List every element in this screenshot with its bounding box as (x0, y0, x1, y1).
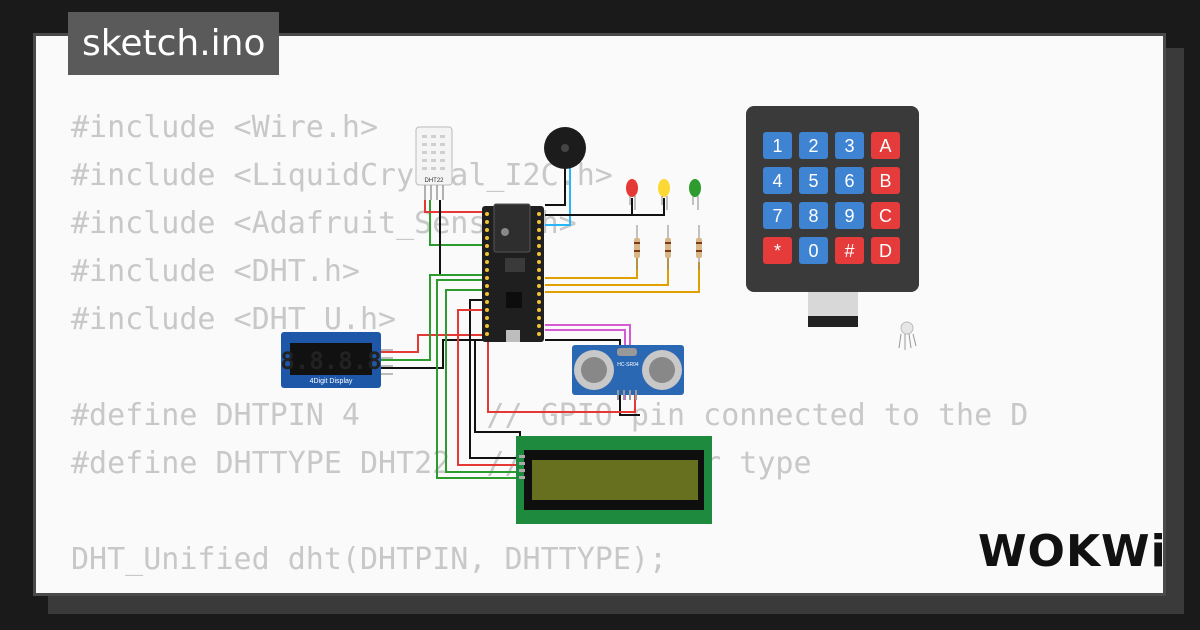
ultrasonic-label: HC-SR04 (617, 362, 639, 368)
keypad-key-label: 1 (772, 136, 782, 156)
keypad-key-label: C (879, 206, 892, 226)
keypad-key-label: 2 (808, 136, 818, 156)
buzzer (544, 127, 586, 169)
keypad-key (871, 237, 900, 264)
keypad-key (835, 132, 864, 159)
ultrasonic-sensor: HC-SR04 (572, 345, 684, 400)
keypad-key (871, 202, 900, 229)
keypad-key-label: * (774, 241, 781, 261)
keypad-key-label: # (844, 241, 854, 261)
keypad-key (871, 167, 900, 194)
keypad-key-label: 9 (844, 206, 854, 226)
keypad-key-label: B (879, 171, 891, 191)
keypad: 1 2 3 A 4 5 6 B 7 8 9 C * 0 # D (746, 106, 919, 327)
esp32-board (482, 203, 544, 342)
keypad-key (799, 132, 828, 159)
keypad-key (763, 132, 792, 159)
led-yellow (658, 179, 670, 210)
keypad-key-label: 8 (808, 206, 818, 226)
dht-label: DHT22 (424, 178, 444, 184)
keypad-key (835, 202, 864, 229)
wokwi-logo: WOKWi (978, 526, 1167, 577)
keypad-key (763, 237, 792, 264)
keypad-keys: 1 2 3 A 4 5 6 B 7 8 9 C * 0 # D (763, 132, 900, 264)
keypad-key (799, 167, 828, 194)
keypad-key-label: A (879, 136, 891, 156)
file-tab[interactable]: sketch.ino (68, 12, 280, 75)
four-digit-display: 8.8.8.8 4Digit Display (280, 332, 393, 388)
led-green (689, 179, 701, 210)
display-digits: 8.8.8.8 (280, 347, 381, 375)
keypad-key (763, 167, 792, 194)
keypad-key (799, 237, 828, 264)
keypad-key (835, 237, 864, 264)
lcd-display (516, 436, 712, 524)
rgb-led (898, 321, 917, 350)
display-label: 4Digit Display (310, 378, 353, 385)
resistors (634, 225, 702, 270)
keypad-key (799, 202, 828, 229)
keypad-key-label: 6 (844, 171, 854, 191)
keypad-key-label: D (879, 241, 892, 261)
keypad-key (871, 132, 900, 159)
keypad-key (835, 167, 864, 194)
keypad-key (763, 202, 792, 229)
keypad-key-label: 5 (808, 171, 818, 191)
keypad-key-label: 0 (808, 241, 818, 261)
keypad-key-label: 3 (844, 136, 854, 156)
preview-card: #include <Wire.h> #include <LiquidCrysta… (33, 33, 1166, 596)
led-red (626, 179, 638, 210)
dht22-sensor: DHT22 (415, 126, 453, 200)
keypad-key-label: 7 (772, 206, 782, 226)
keypad-key-label: 4 (772, 171, 782, 191)
